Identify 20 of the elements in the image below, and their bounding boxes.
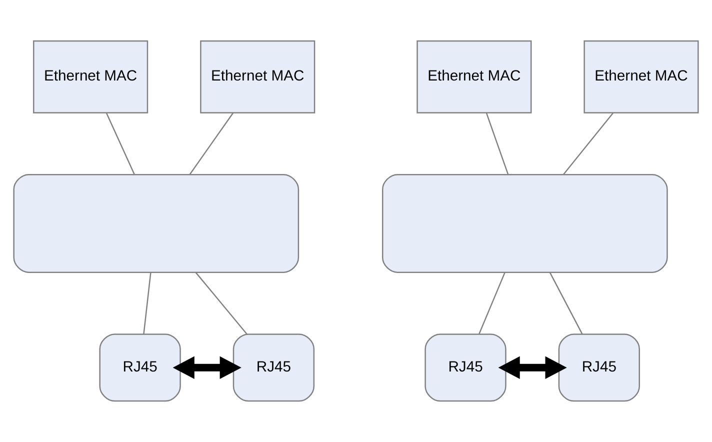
connector (478, 272, 506, 334)
connector (550, 272, 583, 334)
node-box: RJ45 (558, 334, 640, 402)
connector (143, 272, 152, 334)
connector (195, 272, 248, 334)
connector (562, 112, 614, 175)
node-box: Ethernet MAC (200, 40, 316, 114)
node-box: RJ45 (232, 334, 315, 402)
arrow (172, 356, 242, 379)
node-box: Ethernet MAC (584, 40, 699, 114)
arrow (498, 356, 567, 379)
node-box (13, 174, 300, 273)
connector (486, 112, 509, 175)
connector (189, 112, 234, 175)
node-box: Ethernet MAC (416, 40, 532, 114)
connector (106, 112, 136, 175)
node-box: RJ45 (424, 334, 506, 402)
node-box: RJ45 (99, 334, 181, 402)
node-box: Ethernet MAC (33, 40, 148, 114)
node-box (382, 174, 668, 273)
